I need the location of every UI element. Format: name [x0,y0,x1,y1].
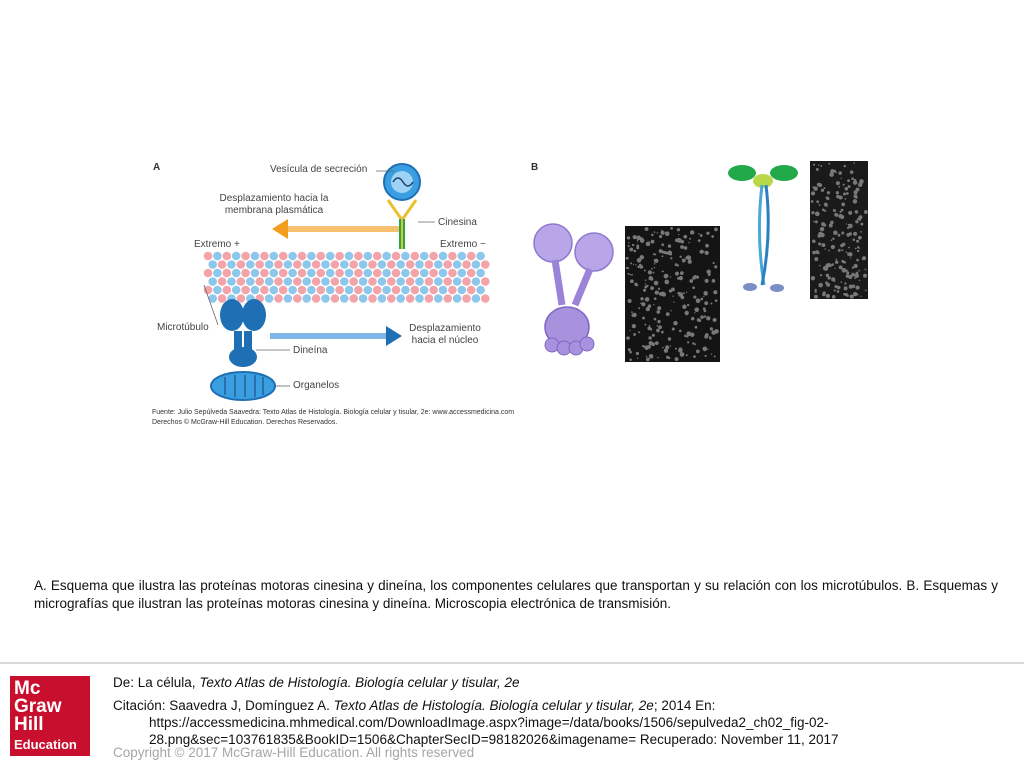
copyright: Copyright © 2017 McGraw-Hill Education. … [113,745,475,760]
figure-illustration [203,161,868,401]
dynein [220,299,266,367]
citation-from-prefix: De: La célula, [113,675,200,690]
arrow-to-nucleus [270,326,402,346]
label-vesicle: Vesícula de secreción [270,164,368,175]
citation-from-title: Texto Atlas de Histología. Biología celu… [199,675,520,690]
divider [0,662,1024,664]
leader-lines [203,170,435,387]
figure-caption: A. Esquema que ilustra las proteínas mot… [34,578,998,611]
label-minus-end: Extremo − [440,239,486,250]
label-dynein-a: Dineína [293,345,328,356]
arrow-to-membrane [272,219,400,239]
organelle [210,371,276,401]
dynein-schematic [533,223,614,356]
kinesin-micrograph-texture [810,162,868,299]
label-to-nucleus: Desplazamiento hacia el núcleo [409,323,481,346]
label-organelles: Organelos [293,380,340,391]
citation: Citación: Saavedra J, Domínguez A. Texto… [113,697,883,748]
logo-line-4: Education [14,737,77,752]
logo-line-2: Graw [14,696,62,717]
label-microtubule: Microtúbulo [157,322,209,333]
logo-line-3: Hill [14,714,44,735]
mcgraw-hill-logo: Mc Graw Hill Education [10,676,90,756]
panel-b-letter: B [531,162,539,173]
source-line-1: Fuente: Julio Sepúlveda Saavedra: Texto … [152,409,515,416]
label-kinesin: Cinesina [438,217,477,228]
citation-suffix: ; 2014 En: [653,698,716,713]
vesicle [383,163,421,201]
kinesin-schematic [728,165,798,292]
source-line-2: Derechos © McGraw-Hill Education. Derech… [152,419,338,426]
citation-prefix: Citación: Saavedra J, Domínguez A [113,698,327,713]
dynein-micrograph-texture [625,227,719,362]
figure: A [150,155,870,435]
microtubule [203,251,491,304]
panel-a-letter: A [153,162,161,173]
citation-title: Texto Atlas de Histología. Biología celu… [333,698,654,713]
kinesin [386,199,418,249]
citation-separator: . [326,698,334,713]
logo-line-1: Mc [14,678,41,699]
label-to-membrane: Desplazamiento hacia la membrana plasmát… [219,193,329,216]
citation-url[interactable]: https://accessmedicina.mhmedical.com/Dow… [149,715,839,747]
figure-source: Fuente: Julio Sepúlveda Saavedra: Texto … [152,408,514,428]
label-plus-end: Extremo + [194,239,240,250]
citation-from: De: La célula, Texto Atlas de Histología… [113,674,520,691]
